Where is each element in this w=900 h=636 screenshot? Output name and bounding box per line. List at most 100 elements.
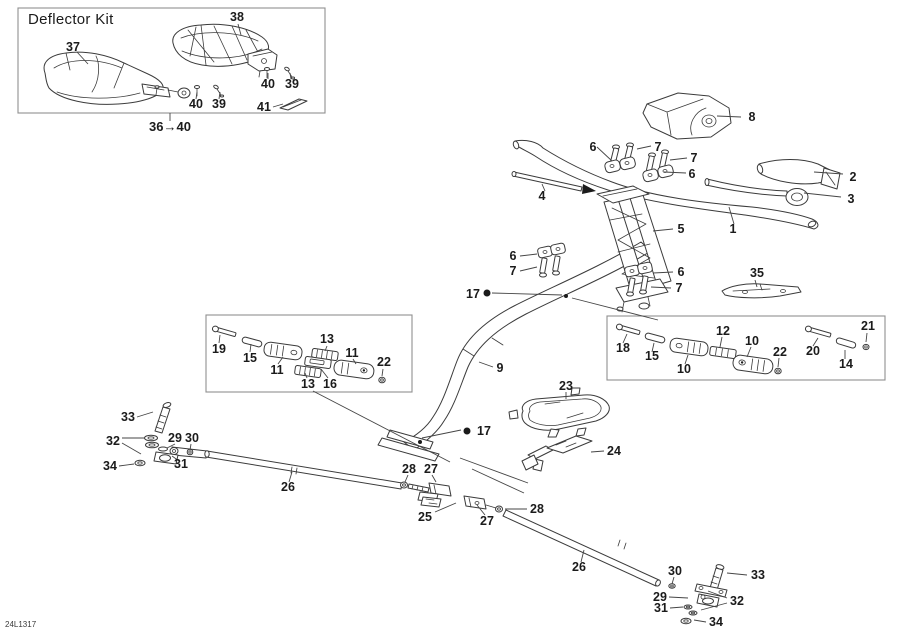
callout-32: 32 (730, 594, 744, 608)
callout-6: 6 (510, 249, 517, 263)
part-15-pin-right (644, 332, 666, 344)
callout-9: 9 (497, 361, 504, 375)
callout-28: 28 (530, 502, 544, 516)
callout-30: 30 (668, 564, 682, 578)
part-21-washer (862, 343, 870, 351)
direction-arrow-icon (582, 184, 596, 194)
part-15-pin (241, 336, 263, 348)
part-6-7-clamps-mid-left (537, 242, 566, 278)
part-10-clamp-right (732, 354, 774, 375)
callout-6: 6 (689, 167, 696, 181)
part-16-plate (304, 355, 332, 370)
part-22-washer-right (774, 367, 782, 375)
callout-22: 22 (377, 355, 391, 369)
callout-37: 37 (66, 40, 80, 54)
callout-10: 10 (745, 334, 759, 348)
part-18-bolt (615, 323, 641, 335)
callout-38: 38 (230, 10, 244, 24)
callout-14: 14 (839, 357, 853, 371)
callout-40: 40 (189, 97, 203, 111)
callout-32: 32 (106, 434, 120, 448)
part-6-7-clamps-mid-right (624, 261, 653, 297)
inset-deflector-kit: Deflector Kit (17, 7, 326, 114)
part-13-plate-bottom (294, 364, 322, 379)
part-3-grip (704, 178, 809, 206)
part-19-bolt (211, 325, 237, 337)
callout-17: 17 (466, 287, 480, 301)
callout-24: 24 (607, 444, 621, 458)
callout-39: 39 (212, 97, 226, 111)
leader-lines (76, 23, 868, 623)
part-11-clamp-right (333, 359, 375, 380)
part-12-plate (709, 345, 737, 360)
callout-12: 12 (716, 324, 730, 338)
callout-34: 34 (709, 615, 723, 629)
part-38-handguard-right (172, 23, 278, 78)
dot-marker-17-top (483, 289, 491, 297)
callout-31: 31 (654, 601, 668, 615)
part-24-bracket (521, 427, 593, 472)
part-20-bolt (804, 325, 832, 338)
part-5-riser (596, 185, 672, 313)
callout-10: 10 (677, 362, 691, 376)
grease-dot-markers (463, 289, 491, 435)
column-rivet-dot (564, 294, 568, 298)
callout-6: 6 (590, 140, 597, 154)
callout-30: 30 (185, 431, 199, 445)
callout-7: 7 (676, 281, 683, 295)
callout-39: 39 (285, 77, 299, 91)
callout-35: 35 (750, 266, 764, 280)
callout-8: 8 (749, 110, 756, 124)
callout-18: 18 (616, 341, 630, 355)
callout-20: 20 (806, 344, 820, 358)
callout-11: 11 (345, 346, 358, 360)
doc-code: 24L1317 (5, 620, 37, 629)
callout-1: 1 (730, 222, 737, 236)
callout-6: 6 (678, 265, 685, 279)
part-6-7-clamps-top-right (642, 149, 674, 183)
main-assembly (134, 92, 841, 625)
callout-2: 2 (850, 170, 857, 184)
tie-rod-lower-26 (502, 509, 661, 587)
callout-4: 4 (539, 189, 546, 203)
callout-27: 27 (480, 514, 494, 528)
callout-17: 17 (477, 424, 491, 438)
part-4-rod (511, 171, 596, 194)
callout-33: 33 (121, 410, 135, 424)
callout-5: 5 (678, 222, 685, 236)
right-parts-box (606, 315, 886, 381)
left-parts-box (205, 314, 413, 393)
part-14-pin (835, 337, 857, 349)
callout-31: 31 (174, 457, 188, 471)
part-10-clamp-left (669, 337, 709, 357)
callout-7: 7 (691, 151, 698, 165)
callout-7: 7 (510, 264, 517, 278)
callout-34: 34 (103, 459, 117, 473)
part-37-handguard-left (43, 51, 191, 105)
callout-22: 22 (773, 345, 787, 359)
part-2-grip (756, 159, 841, 190)
callout-29: 29 (653, 590, 667, 604)
callout-3: 3 (848, 192, 855, 206)
part-23-plate (508, 387, 610, 438)
part-22-washer (378, 376, 386, 384)
callout-13: 13 (320, 332, 334, 346)
dot-marker-17-bottom (463, 427, 471, 435)
hardware-cluster-left (134, 402, 194, 467)
callout-25: 25 (418, 510, 432, 524)
left-box-border (205, 314, 413, 393)
rod-end-hardware-lower (463, 495, 503, 513)
callout-13: 13 (301, 377, 315, 391)
callout-23: 23 (559, 379, 573, 393)
part-6-7-clamps-top-left (604, 142, 636, 174)
callout-15: 15 (645, 349, 659, 363)
callout-15: 15 (243, 351, 257, 365)
inset-title: Deflector Kit (28, 11, 114, 28)
part-41-adhesive-strip (279, 98, 308, 111)
column-rivet-dot (418, 440, 422, 444)
part-1-handlebar (512, 139, 819, 230)
hardware-cluster-right (668, 564, 728, 625)
inset-range-label: 36→40 (149, 119, 191, 134)
callout-41: 41 (257, 100, 271, 114)
